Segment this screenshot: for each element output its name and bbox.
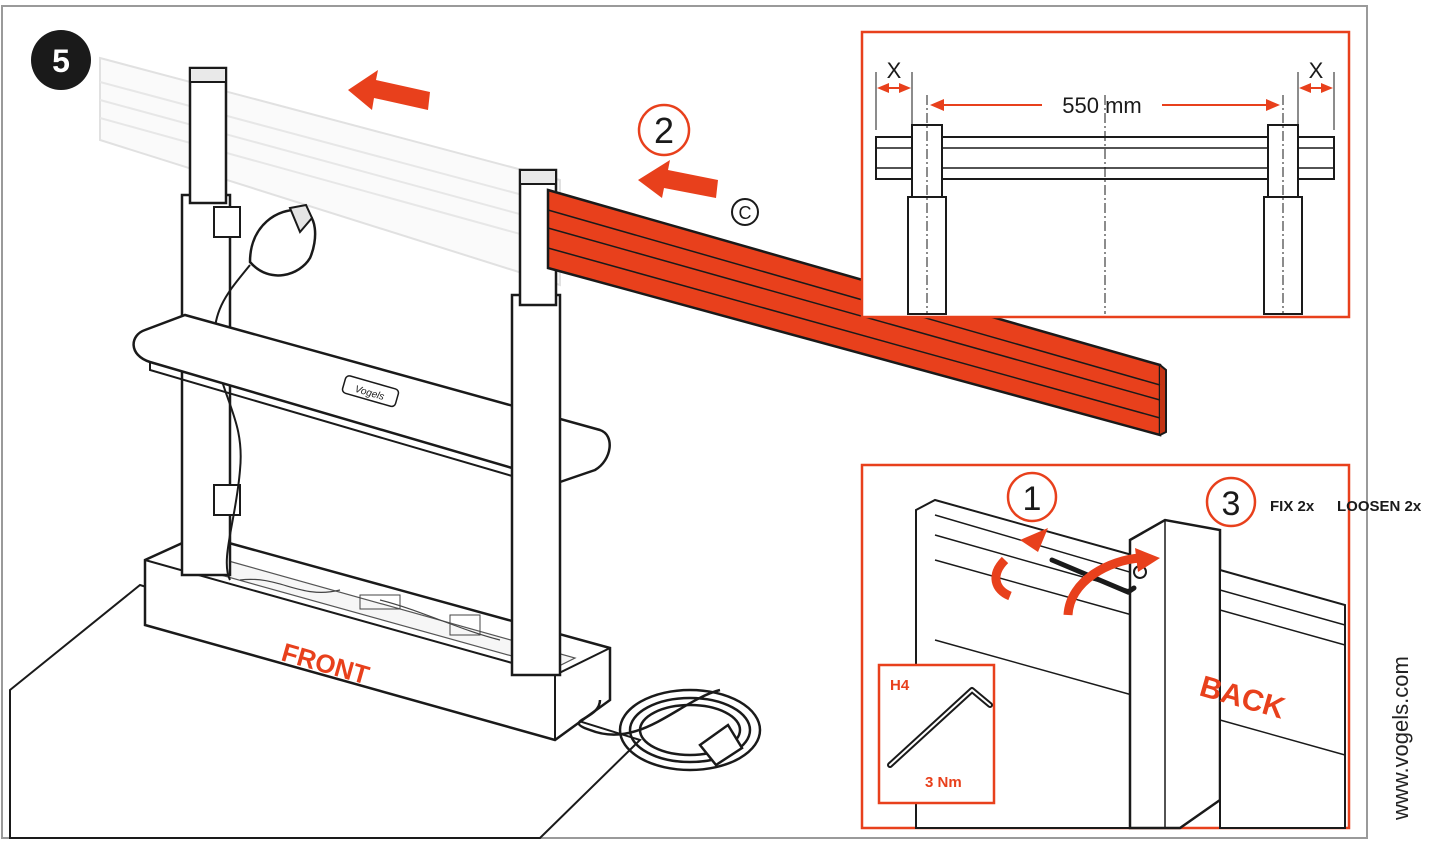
floor-surface [9,583,642,839]
step-number: 5 [52,43,70,79]
callout-1-number: 1 [1023,480,1042,518]
part-c-label: C [731,198,759,226]
fix-instruction: FIX 2x [1270,498,1315,515]
power-cable [577,688,762,772]
step-badge: 5 [31,30,91,90]
tool-type: H4 [890,677,910,694]
svg-text:2: 2 [654,110,674,151]
arrow-left-icon [638,160,718,198]
dimension-detail-panel: 550 mm X X [860,30,1351,319]
hand-controller [213,203,317,581]
shelf: Vogels [132,313,611,492]
callout-3 [1205,476,1257,528]
svg-text:C: C [739,203,752,223]
left-column [180,66,241,577]
fixing-detail-panel: BACK 1 3 FIX 2x LOOSEN 2x H4 3 Nm [860,463,1422,830]
callout-1 [1006,471,1058,523]
right-column [510,168,562,677]
tool-inset [877,663,996,805]
callout-2: 2 [637,103,691,157]
rotate-arrow-icon [1063,553,1141,616]
dimension-x-left: X [887,58,902,83]
base-unit: FRONT [143,533,612,742]
dimension-distance: 550 mm [1062,93,1141,118]
loosen-instruction: LOOSEN 2x [1337,498,1422,515]
hex-key-icon [1049,557,1137,595]
arrow-left-icon [348,70,430,110]
plug-icon [698,723,744,767]
ghost-rail [99,56,561,287]
rotate-arrow-icon [991,556,1013,601]
page-frame [1,5,1368,839]
brand-logo [341,375,400,408]
dimension-x-right: X [1309,58,1324,83]
website-url: www.vogels.com [1388,656,1413,820]
tool-torque: 3 Nm [925,774,962,791]
callout-3-number: 3 [1222,485,1241,523]
